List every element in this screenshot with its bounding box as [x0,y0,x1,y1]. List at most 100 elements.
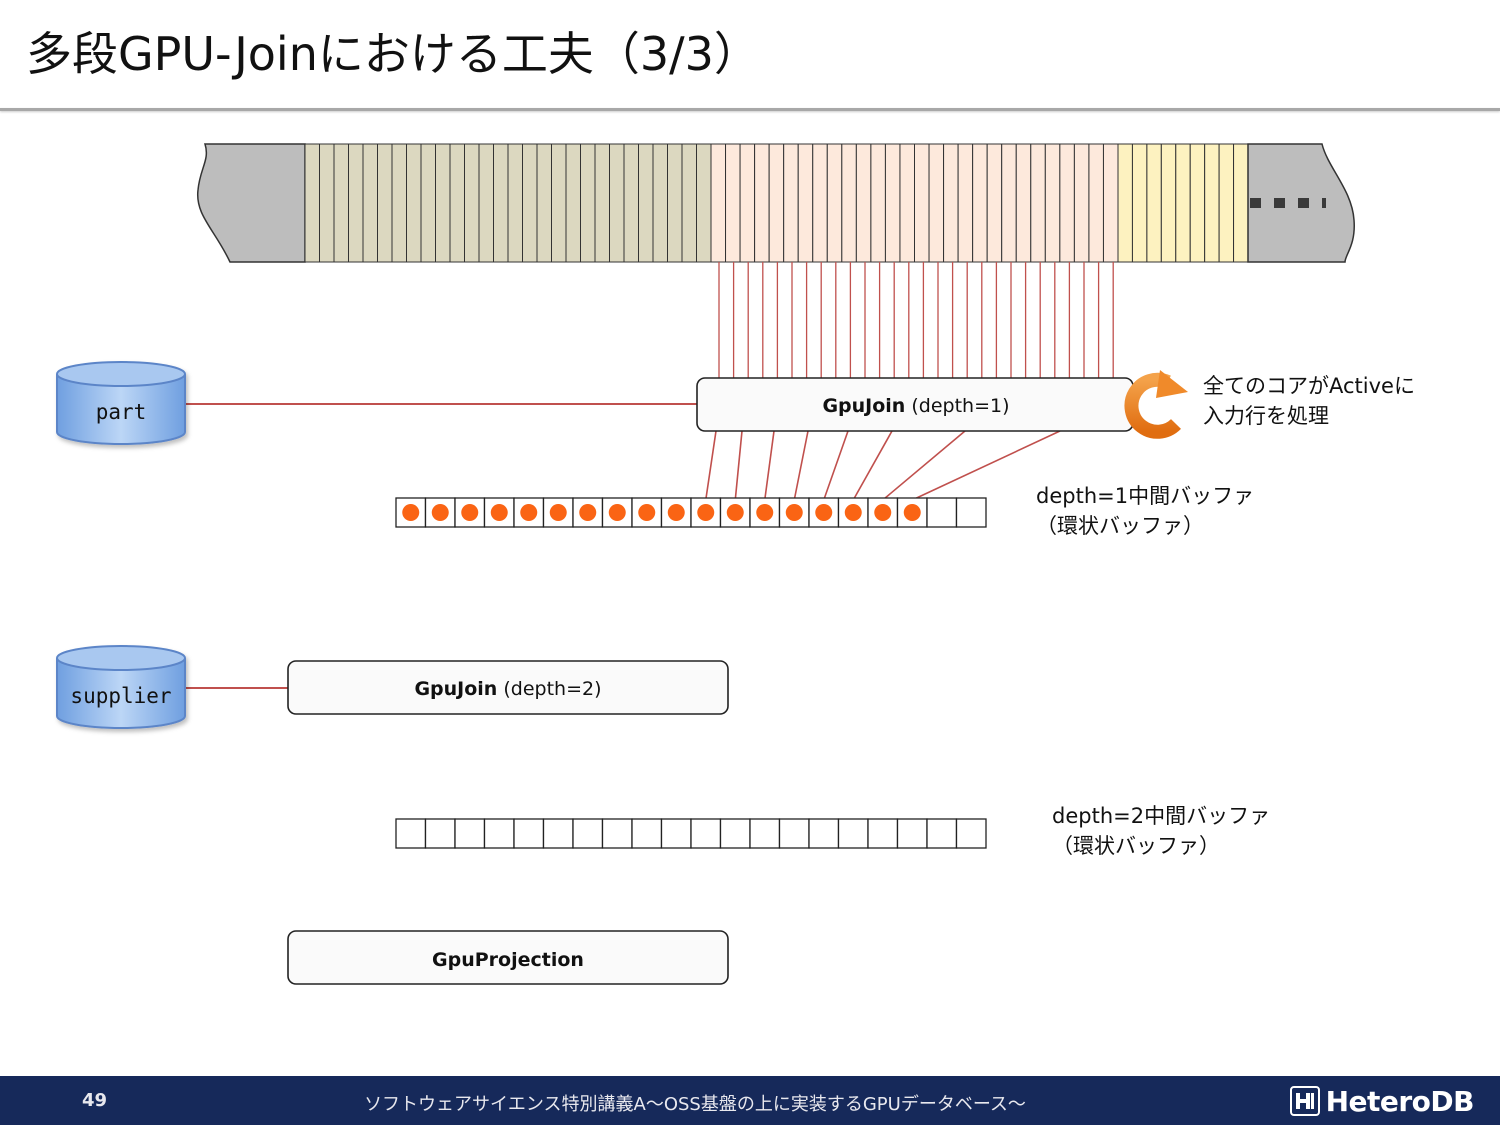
buffer-entry-dot [579,504,597,521]
buffer2-label-line2: （環状バッファ） [1052,834,1220,858]
buffer-entry-dot [461,504,479,521]
table-row-block [754,143,770,263]
table-row-block [928,143,945,263]
table-row-block [1117,143,1133,263]
buffer2-label-line1: depth=2中間バッファ [1052,804,1270,828]
table-row-block [333,143,349,263]
footer-bar: 49 ソフトウェアサイエンス特別講義A～OSS基盤の上に実装するGPUデータベー… [0,1076,1500,1125]
table-row-block [594,143,610,263]
buffer-cell [955,497,987,528]
table-row-block [1015,143,1032,263]
table-row-block [957,143,974,263]
brand-name: HeteroDB [1325,1084,1475,1118]
buffer-cell [808,497,840,528]
circular-arrow-icon [1124,370,1188,439]
table-row-block [638,143,654,263]
table-row-blocks [304,143,1249,263]
table-row-block [797,143,814,263]
table-row-block [1146,143,1162,263]
gpujoin1-name: GpuJoin [822,395,905,417]
table-row-block [1044,143,1061,263]
database-supplier [56,645,186,729]
table-row-block [812,143,828,263]
buffer-cell [955,818,987,849]
table-row-block [972,143,988,263]
buffer-cell [719,818,751,849]
buffer-entry-dot [520,504,538,521]
table-row-block [1030,143,1046,263]
output-line [734,430,743,501]
continuation-dashes [1250,198,1326,208]
gpujoin2-param: (depth=2) [497,678,601,700]
buffer-entry-dot [490,504,508,521]
table-row-block [435,143,451,263]
table-row-block [406,143,422,263]
buffer-cell [572,818,604,849]
table-row-block [710,143,727,263]
output-line [852,430,893,501]
depth2-ring-buffer [395,818,987,849]
stage-gpujoin-depth2: GpuJoin (depth=2) [287,660,729,715]
table-row-block [319,143,335,263]
table-row-block [667,143,683,263]
table-row-block [768,143,785,263]
buffer-entry-dot [785,504,803,521]
table-row-block [899,143,916,263]
stage-gpujoin-depth1: GpuJoin (depth=1) [696,377,1134,432]
table-strip-left-end [197,143,306,263]
gpujoin2-name: GpuJoin [414,678,497,700]
table-scan-strip [197,143,1355,263]
buffer-entry-dot [844,504,862,521]
output-line [793,430,809,501]
table-row-block [449,143,465,263]
buffer-cell [395,818,427,849]
table-row-block [1218,143,1235,263]
buffer-cell [808,818,840,849]
heterodb-logo-icon [1289,1086,1320,1116]
table-row-block [884,143,901,263]
output-line [763,430,775,501]
buffer-entry-dot [815,504,833,521]
table-row-block [551,143,567,263]
buffer-cell [513,818,545,849]
table-row-block [681,143,697,263]
table-row-block [464,143,480,263]
table-row-block [696,143,712,263]
buffer-cell [542,818,574,849]
table-row-block [493,143,509,263]
gpuprojection-name: GpuProjection [432,949,584,971]
buffer1-label-line2: （環状バッファ） [1036,514,1204,538]
table-row-block [609,143,625,263]
table-row-block [391,143,407,263]
title-divider [0,108,1500,111]
table-row-block [362,143,378,263]
table-row-block [739,143,756,263]
buffer-cell [867,818,899,849]
gpujoin1-output-lines [704,430,1061,501]
buffer-cell [454,818,486,849]
table-row-block [1001,143,1017,263]
table-row-block [1102,143,1119,263]
buffer-cell [601,818,633,849]
active-note-line1: 全てのコアがActiveに [1203,374,1415,398]
table-row-block [855,143,872,263]
buffer-entry-dot [903,504,921,521]
slide-title: 多段GPU-Joinにおける工夫（3/3） [26,27,760,81]
table-row-block [1160,143,1177,263]
buffer-entry-dot [638,504,656,521]
footer-course-title: ソフトウェアサイエンス特別講義A～OSS基盤の上に実装するGPUデータベース～ [364,1094,1026,1115]
svg-text:GpuJoin (depth=1): GpuJoin (depth=1) [822,395,1009,417]
table-row-block [536,143,552,263]
table-row-block [1175,143,1191,263]
output-line [911,430,1061,501]
buffer-entry-dot [726,504,744,521]
table-row-block [986,143,1003,263]
gpu-thread-lines [718,262,1114,378]
output-line [822,430,849,501]
table-row-block [623,143,639,263]
database-part [56,361,186,445]
diagram: part supplier GpuJoin (depth=1) GpuJoin … [56,143,1415,985]
table-row-block [1059,143,1075,263]
svg-text:GpuJoin (depth=2): GpuJoin (depth=2) [414,678,601,700]
table-row-block [522,143,538,263]
